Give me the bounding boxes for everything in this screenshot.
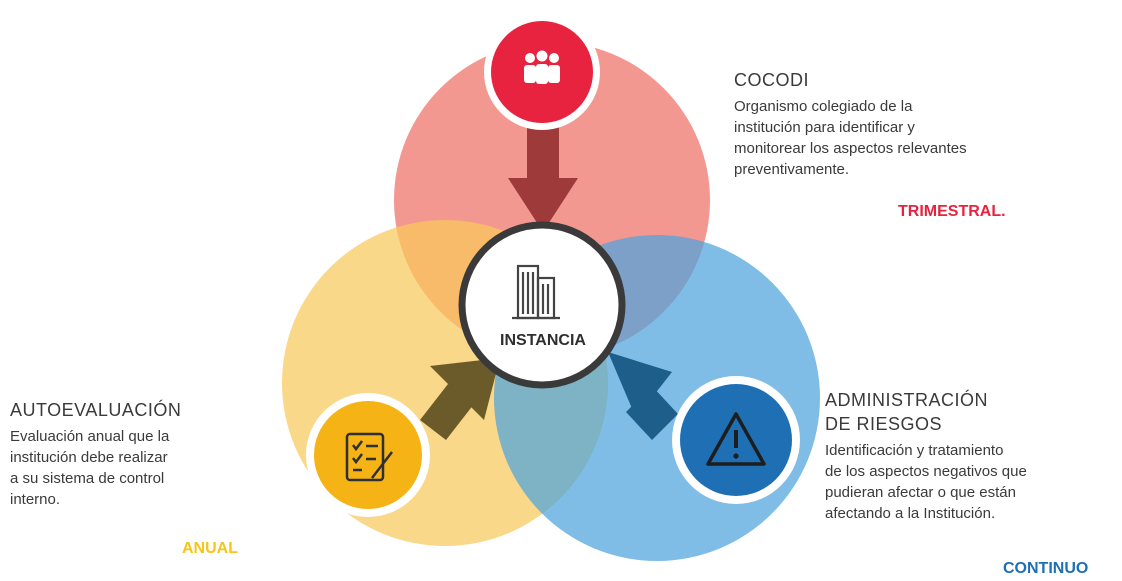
warning-icon [706,412,766,466]
cocodi-frequency: TRIMESTRAL. [898,203,1006,220]
instancia-label: INSTANCIA [500,332,586,349]
riesgos-arrow [608,352,678,440]
riesgos-description: Identificación y tratamiento de los aspe… [825,440,1105,524]
riesgos-frequency: CONTINUO [1003,560,1089,577]
cocodi-desc-line: Organismo colegiado de la [734,98,913,115]
riesgos-desc-line: Identificación y tratamiento [825,442,1004,459]
cocodi-desc-line: institución para identificar y [734,119,915,136]
group-icon [524,50,560,84]
autoevaluacion-title: AUTOEVALUACIÓN [10,400,182,420]
autoevaluacion-desc-line: institución debe realizar [10,449,168,466]
riesgos-title-line: DE RIESGOS [825,414,943,434]
cocodi-description: Organismo colegiado de la institución pa… [734,96,1054,180]
autoevaluacion-frequency: ANUAL [182,540,238,557]
riesgos-desc-line: de los aspectos negativos que [825,463,1027,480]
riesgos-title: ADMINISTRACIÓN DE RIESGOS [825,388,1105,436]
riesgos-title-line: ADMINISTRACIÓN [825,390,989,410]
autoevaluacion-description: Evaluación anual que la institución debe… [10,426,270,510]
buildings-icon [512,264,560,320]
cocodi-desc-line: monitorear los aspectos relevantes [734,140,967,157]
riesgos-desc-line: pudieran afectar o que están [825,484,1016,501]
checklist-icon [345,432,393,482]
cocodi-desc-line: preventivamente. [734,161,850,178]
autoevaluacion-text-block: AUTOEVALUACIÓN Evaluación anual que la i… [10,398,270,510]
autoevaluacion-desc-line: Evaluación anual que la [10,428,170,445]
autoevaluacion-desc-line: interno. [10,491,61,508]
riesgos-desc-line: afectando a la Institución. [825,505,996,522]
autoevaluacion-desc-line: a su sistema de control [10,470,165,487]
riesgos-text-block: ADMINISTRACIÓN DE RIESGOS Identificación… [825,388,1105,524]
autoevaluacion-arrow [420,358,500,440]
cocodi-text-block: COCODI Organismo colegiado de la institu… [734,68,1054,180]
cocodi-title: COCODI [734,70,809,90]
